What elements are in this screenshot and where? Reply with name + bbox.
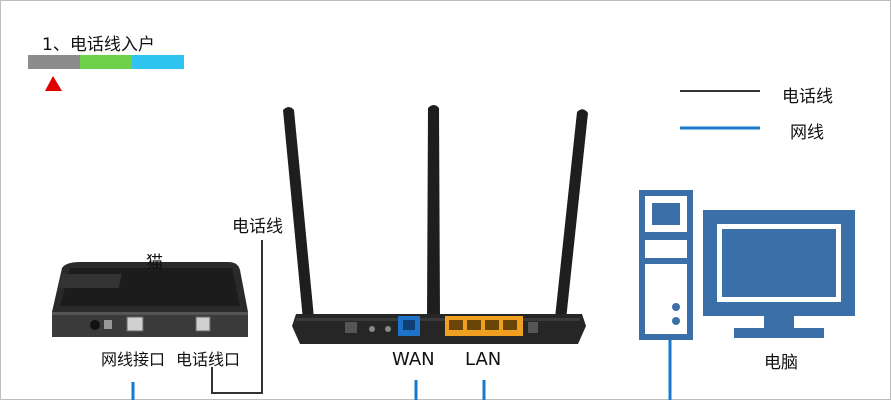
legend-network-label: 网线 <box>790 123 824 143</box>
modem-icon <box>52 262 248 337</box>
computer-label: 电脑 <box>764 353 798 373</box>
phone-line-label: 电话线 <box>232 217 283 237</box>
router-icon <box>283 105 588 344</box>
current-step-marker-icon <box>45 76 62 91</box>
modem-label: 猫 <box>146 253 163 273</box>
progress-segment-2 <box>80 55 132 69</box>
lan-port-label: LAN <box>465 349 502 370</box>
step-title: 1、电话线入户 <box>42 35 155 55</box>
legend-phone-label: 电话线 <box>782 87 833 107</box>
progress-segment-3 <box>132 55 184 69</box>
modem-lan-port-label: 网线接口 <box>101 350 166 369</box>
progress-segment-1 <box>28 55 80 69</box>
phone-line <box>211 240 263 394</box>
wan-port-label: WAN <box>392 349 435 370</box>
computer-icon <box>639 190 855 340</box>
modem-phone-port-label: 电话线口 <box>176 350 241 369</box>
